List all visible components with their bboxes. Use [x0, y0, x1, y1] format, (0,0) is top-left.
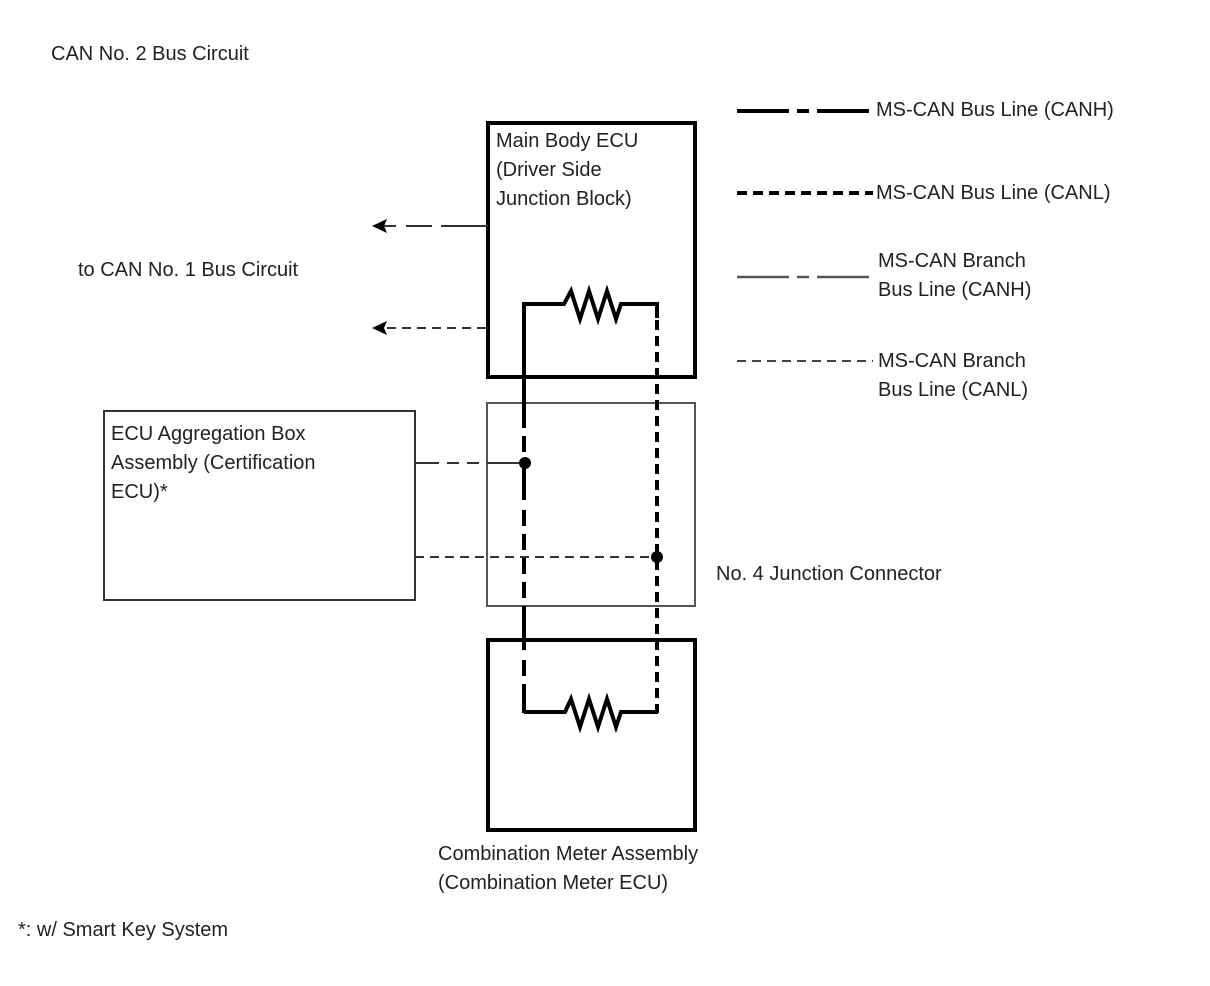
legend-label-bus-canh: MS-CAN Bus Line (CANH)	[876, 99, 1114, 121]
combination-meter-line: (Combination Meter ECU)	[438, 872, 669, 894]
to-can1-label: to CAN No. 1 Bus Circuit	[78, 259, 299, 281]
combination-meter-box	[486, 638, 697, 832]
resistor-combination-meter	[524, 692, 658, 734]
resistor-main-body	[522, 284, 659, 380]
main-body-ecu-line: (Driver Side	[496, 159, 602, 181]
ecu-aggregation-line: ECU)*	[111, 481, 168, 503]
arrow-left-icon	[372, 219, 387, 233]
main-body-ecu-box	[486, 121, 697, 379]
main-body-ecu-label: Main Body ECU (Driver Side Junction Bloc…	[496, 127, 638, 214]
main-body-ecu-line: Main Body ECU	[496, 130, 639, 152]
junction-dot-canh	[519, 457, 531, 469]
junction-dot-canl	[651, 551, 663, 563]
junction-connector-box	[486, 402, 696, 607]
diagram-title: CAN No. 2 Bus Circuit	[51, 43, 249, 65]
ecu-aggregation-line: ECU Aggregation Box	[111, 423, 306, 445]
legend-label-bus-canl: MS-CAN Bus Line (CANL)	[876, 182, 1111, 204]
combination-meter-line: Combination Meter Assembly	[438, 843, 699, 865]
ecu-aggregation-line: Assembly (Certification	[111, 452, 316, 474]
junction-connector-label: No. 4 Junction Connector	[716, 563, 942, 585]
footnote: *: w/ Smart Key System	[18, 919, 229, 941]
ecu-aggregation-box-label: ECU Aggregation Box Assembly (Certificat…	[111, 420, 316, 507]
legend-line: Bus Line (CANH)	[878, 279, 1032, 301]
legend-line: MS-CAN Branch	[878, 350, 1026, 372]
legend-label-branch-canh: MS-CAN Branch Bus Line (CANH)	[878, 247, 1031, 305]
combination-meter-label: Combination Meter Assembly (Combination …	[438, 840, 698, 898]
main-body-ecu-line: Junction Block)	[496, 188, 632, 210]
legend-label-branch-canl: MS-CAN Branch Bus Line (CANL)	[878, 347, 1028, 405]
ecu-aggregation-box	[103, 410, 416, 601]
legend-line: Bus Line (CANL)	[878, 379, 1029, 401]
arrow-left-icon	[372, 321, 387, 335]
legend-line: MS-CAN Branch	[878, 250, 1026, 272]
